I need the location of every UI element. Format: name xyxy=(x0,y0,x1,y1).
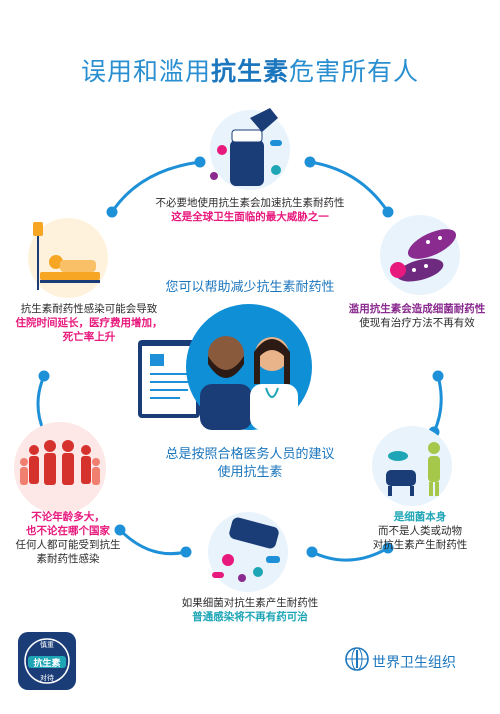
arc-bottom-left xyxy=(118,528,188,556)
center-headline: 您可以帮助减少抗生素耐药性 xyxy=(165,280,335,295)
block-left-bottom-line-2: 也不论在哪个国家 xyxy=(26,525,110,537)
title-part-1: 误用和滥用 xyxy=(80,57,211,86)
center-advice-line-2: 使用抗生素 xyxy=(217,465,283,480)
block-bottom-line-2: 普通感染将不再有药可治 xyxy=(192,611,308,623)
badge-main-text: 抗生素 xyxy=(33,659,61,669)
title-part-3: 危害所有人 xyxy=(289,57,420,86)
block-bottom: 如果细菌对抗生素产生耐药性 普通感染将不再有药可治 xyxy=(150,596,350,624)
block-top-line-1: 不必要地使用抗生素会加速抗生素耐药性 xyxy=(155,197,345,209)
who-name: 世界卫生组织 xyxy=(372,655,456,671)
title-part-2: 抗生素 xyxy=(210,57,289,86)
doctors-circle xyxy=(186,304,312,430)
doctors-icon xyxy=(200,336,298,430)
block-right-bottom: 是细菌本身 而不是人类或动物 对抗生素产生耐药性 xyxy=(360,510,480,552)
badge-top-text: 慎重 xyxy=(40,641,54,649)
arc-left xyxy=(36,374,46,434)
arc-right xyxy=(432,374,443,434)
antibiotic-badge: 慎重 抗生素 对待 xyxy=(18,632,76,690)
block-left-top-line-2: 住院时间延长，医疗费用增加， xyxy=(15,317,163,329)
block-top: 不必要地使用抗生素会加速抗生素耐药性 这是全球卫生面临的最大威胁之一 xyxy=(150,196,350,224)
arc-top-right xyxy=(308,160,390,214)
badge-bottom-text: 对待 xyxy=(40,674,54,682)
block-left-bottom-line-1: 不论年龄多大， xyxy=(31,511,105,523)
block-right-top-line-1: 滥用抗生素会造成细菌耐药性 xyxy=(348,303,486,315)
bacteria-icon xyxy=(380,215,460,295)
livestock-icon xyxy=(372,426,452,506)
badge-emblem xyxy=(24,638,70,684)
pill-hand-icon xyxy=(210,108,290,190)
hospital-bed-icon xyxy=(28,218,108,298)
arc-top-left xyxy=(110,160,202,214)
block-right-top-line-2: 使现有治疗方法不再有效 xyxy=(359,317,475,329)
arc-bottom-right xyxy=(310,546,390,562)
block-left-bottom: 不论年龄多大， 也不论在哪个国家 任何人都可能受到抗生 素耐药性感染 xyxy=(6,510,130,566)
center-advice: 总是按照合格医务人员的建议 使用抗生素 xyxy=(140,446,360,482)
people-group-icon xyxy=(14,422,106,514)
who-emblem-icon xyxy=(345,647,369,671)
center-advice-line-1: 总是按照合格医务人员的建议 xyxy=(165,447,335,462)
block-left-top-line-1: 抗生素耐药性感染可能会导致 xyxy=(20,303,158,315)
block-left-top-line-3: 死亡率上升 xyxy=(62,331,116,343)
block-left-bottom-line-3: 任何人都可能受到抗生 xyxy=(15,539,121,551)
block-left-bottom-line-4: 素耐药性感染 xyxy=(36,553,100,565)
block-right-bottom-line-3: 对抗生素产生耐药性 xyxy=(372,539,468,551)
block-right-bottom-line-2: 而不是人类或动物 xyxy=(378,525,462,537)
page-title: 误用和滥用抗生素危害所有人 xyxy=(0,52,500,88)
block-right-top: 滥用抗生素会造成细菌耐药性 使现有治疗方法不再有效 xyxy=(342,302,492,330)
block-bottom-line-1: 如果细菌对抗生素产生耐药性 xyxy=(181,597,319,609)
spilled-pills-icon xyxy=(208,512,288,592)
block-left-top: 抗生素耐药性感染可能会导致 住院时间延长，医疗费用增加， 死亡率上升 xyxy=(4,302,174,344)
block-right-bottom-line-1: 是细菌本身 xyxy=(393,511,447,523)
block-top-line-2: 这是全球卫生面临的最大威胁之一 xyxy=(171,211,329,223)
